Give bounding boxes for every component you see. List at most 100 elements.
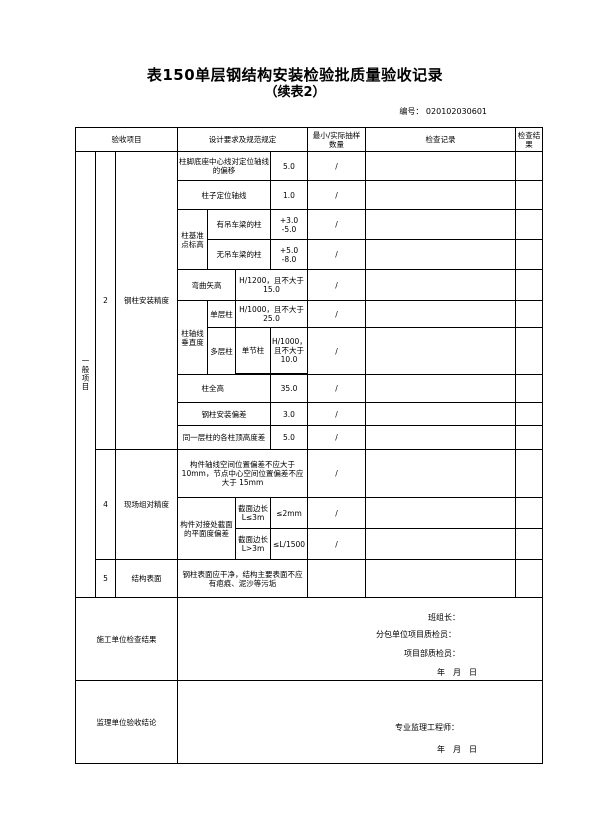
top-diff-record[interactable] bbox=[365, 425, 516, 450]
table-row: 4 现场组对精度 构件轴线空间位置偏差不应大于10mm，节点中心空间位置偏差不应… bbox=[76, 449, 543, 560]
supervision-signature-area[interactable] bbox=[177, 680, 543, 764]
group5-name: 结构表面 bbox=[115, 559, 178, 598]
construction-date: 年 月 日 bbox=[437, 668, 477, 677]
small-value: ≤2mm bbox=[270, 497, 308, 529]
with-crane-result[interactable] bbox=[515, 209, 543, 240]
code-value: 020102030601 bbox=[425, 107, 487, 116]
spatial-label: 构件轴线空间位置偏差不应大于10mm，节点中心空间位置偏差不应大于 15mm bbox=[177, 449, 308, 498]
table-row: 构件对接处截面的平面度偏差 截面边长L≤3m ≤2mm / bbox=[76, 497, 543, 560]
spatial-record[interactable] bbox=[365, 449, 516, 498]
install-dev-record[interactable] bbox=[365, 402, 516, 426]
supervisor-label: 专业监理工程师： bbox=[395, 723, 459, 732]
full-height-label: 柱全高 bbox=[177, 374, 271, 403]
header-sample: 最小/实际抽样数量 bbox=[307, 127, 366, 152]
document-code: 编号： 020102030601 bbox=[399, 106, 487, 117]
vert-label: 柱轴线垂直度 bbox=[177, 300, 208, 375]
document-title: 表150单层钢结构安装检验批质量验收记录 bbox=[146, 66, 444, 84]
small-sample: / bbox=[307, 497, 366, 529]
no-crane-value: +5.0 -8.0 bbox=[270, 239, 308, 270]
no-crane-record[interactable] bbox=[365, 239, 516, 270]
small-result[interactable] bbox=[515, 497, 543, 529]
supervision-date: 年 月 日 bbox=[437, 745, 477, 754]
category-cell: 一般项目 bbox=[75, 151, 96, 598]
header-record: 检查记录 bbox=[365, 127, 516, 152]
no-crane-result[interactable] bbox=[515, 239, 543, 270]
small-label: 截面边长L≤3m bbox=[235, 497, 271, 529]
single-value: H/1000，且不大于25.0 bbox=[235, 300, 308, 328]
section-record[interactable] bbox=[365, 327, 516, 375]
full-height-record[interactable] bbox=[365, 374, 516, 403]
team-leader-label: 班组长： bbox=[428, 613, 460, 622]
with-crane-record[interactable] bbox=[365, 209, 516, 240]
group2-name: 钢柱安装精度 bbox=[115, 151, 178, 450]
spatial-result[interactable] bbox=[515, 449, 543, 498]
group5-result[interactable] bbox=[515, 559, 543, 598]
group5-sample[interactable] bbox=[307, 559, 366, 598]
with-crane-label: 有吊车梁的柱 bbox=[207, 209, 271, 240]
single-result[interactable] bbox=[515, 300, 543, 328]
supervision-row: 监理单位验收结论 bbox=[75, 680, 543, 764]
bend-value: H/1200，且不大于15.0 bbox=[235, 269, 308, 301]
table-row: 5 结构表面 钢柱表面应干净，结构主要表面不应有疤痕、泥沙等污垢 bbox=[76, 559, 543, 598]
full-height-sample: / bbox=[307, 374, 366, 403]
base-offset-sample: / bbox=[307, 151, 366, 181]
install-dev-sample: / bbox=[307, 402, 366, 426]
col-axis-record[interactable] bbox=[365, 180, 516, 210]
col-axis-result[interactable] bbox=[515, 180, 543, 210]
group4-name: 现场组对精度 bbox=[115, 449, 178, 560]
install-dev-result[interactable] bbox=[515, 402, 543, 426]
group5-no: 5 bbox=[95, 559, 116, 598]
base-offset-record[interactable] bbox=[365, 151, 516, 181]
full-height-result[interactable] bbox=[515, 374, 543, 403]
table-header-row: 验收项目 设计要求及规范规定 最小/实际抽样数量 检查记录 检查结果 bbox=[75, 127, 543, 152]
install-dev-value: 3.0 bbox=[270, 402, 308, 426]
top-diff-sample: / bbox=[307, 425, 366, 450]
table-row: 弯曲矢高 H/1200，且不大于15.0 / bbox=[76, 269, 543, 301]
install-dev-label: 钢柱安装偏差 bbox=[177, 402, 271, 426]
full-height-value: 35.0 bbox=[270, 374, 308, 403]
large-record[interactable] bbox=[365, 528, 516, 560]
construction-row: 施工单位检查结果 bbox=[75, 597, 543, 681]
with-crane-sample: / bbox=[307, 209, 366, 240]
base-elev-label: 柱基准点标高 bbox=[177, 209, 208, 270]
top-diff-label: 同一层柱的各柱顶高度差 bbox=[177, 425, 271, 450]
section-result[interactable] bbox=[515, 327, 543, 375]
header-result: 检查结果 bbox=[515, 127, 543, 152]
bend-record[interactable] bbox=[365, 269, 516, 301]
base-offset-result[interactable] bbox=[515, 151, 543, 181]
group4-no: 4 bbox=[95, 449, 116, 560]
top-diff-value: 5.0 bbox=[270, 425, 308, 450]
group5-text: 钢柱表面应干净，结构主要表面不应有疤痕、泥沙等污垢 bbox=[177, 559, 308, 598]
bend-result[interactable] bbox=[515, 269, 543, 301]
construction-signature-area[interactable] bbox=[177, 597, 543, 681]
single-record[interactable] bbox=[365, 300, 516, 328]
table-row: 一般项目 2 钢柱安装精度 柱脚底座中心线对定位轴线的偏移 5.0 / bbox=[75, 151, 543, 598]
large-sample: / bbox=[307, 528, 366, 560]
col-axis-sample: / bbox=[307, 180, 366, 210]
construction-label: 施工单位检查结果 bbox=[75, 597, 178, 681]
supervision-label: 监理单位验收结论 bbox=[75, 680, 178, 764]
document-subtitle: （续表2） bbox=[264, 85, 326, 100]
spatial-sample: / bbox=[307, 449, 366, 498]
group5-record[interactable] bbox=[365, 559, 516, 598]
section-label: 单节柱 bbox=[235, 327, 271, 374]
table-row: 钢柱安装偏差 3.0 / bbox=[76, 402, 543, 426]
col-axis-value: 1.0 bbox=[270, 180, 308, 210]
bend-sample: / bbox=[307, 269, 366, 301]
single-sample: / bbox=[307, 300, 366, 328]
section-value: H/1000，且不大于10.0 bbox=[270, 327, 308, 374]
large-label: 截面边长L>3m bbox=[235, 528, 271, 560]
no-crane-label: 无吊车梁的柱 bbox=[207, 239, 271, 270]
header-design: 设计要求及规范规定 bbox=[177, 127, 308, 152]
large-result[interactable] bbox=[515, 528, 543, 560]
top-diff-result[interactable] bbox=[515, 425, 543, 450]
single-label: 单层柱 bbox=[207, 300, 236, 328]
joint-label: 构件对接处截面的平面度偏差 bbox=[177, 497, 236, 560]
small-record[interactable] bbox=[365, 497, 516, 529]
sub-inspector-label: 分包单位项目质检员： bbox=[376, 630, 456, 639]
dept-inspector-label: 项目部质检员： bbox=[404, 649, 460, 658]
group2-no: 2 bbox=[95, 151, 116, 450]
multi-label: 多层柱 bbox=[207, 327, 236, 375]
large-value: ≤L/1500 bbox=[270, 528, 308, 560]
inspection-table: 验收项目 设计要求及规范规定 最小/实际抽样数量 检查记录 检查结果 一般项目 … bbox=[75, 127, 543, 764]
